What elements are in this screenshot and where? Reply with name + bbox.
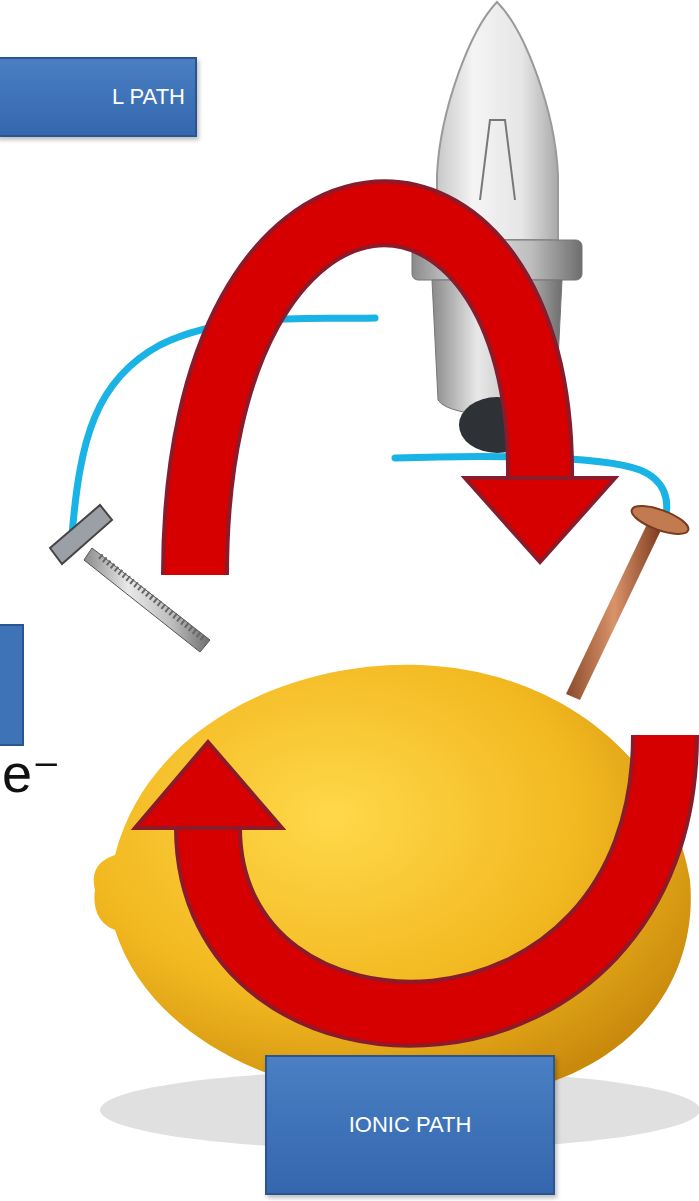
box-text: IONIC PATH [349, 1112, 472, 1138]
cut-box [0, 625, 23, 745]
red-arrow [195, 213, 615, 575]
red-arrow [135, 735, 665, 1014]
path-box: L PATH [0, 57, 197, 137]
lemon [94, 665, 691, 1101]
copper-nail [566, 500, 692, 700]
electron-label: e⁻ [2, 742, 61, 805]
box-text: L PATH [112, 84, 185, 110]
path-box: IONIC PATH [265, 1055, 555, 1195]
